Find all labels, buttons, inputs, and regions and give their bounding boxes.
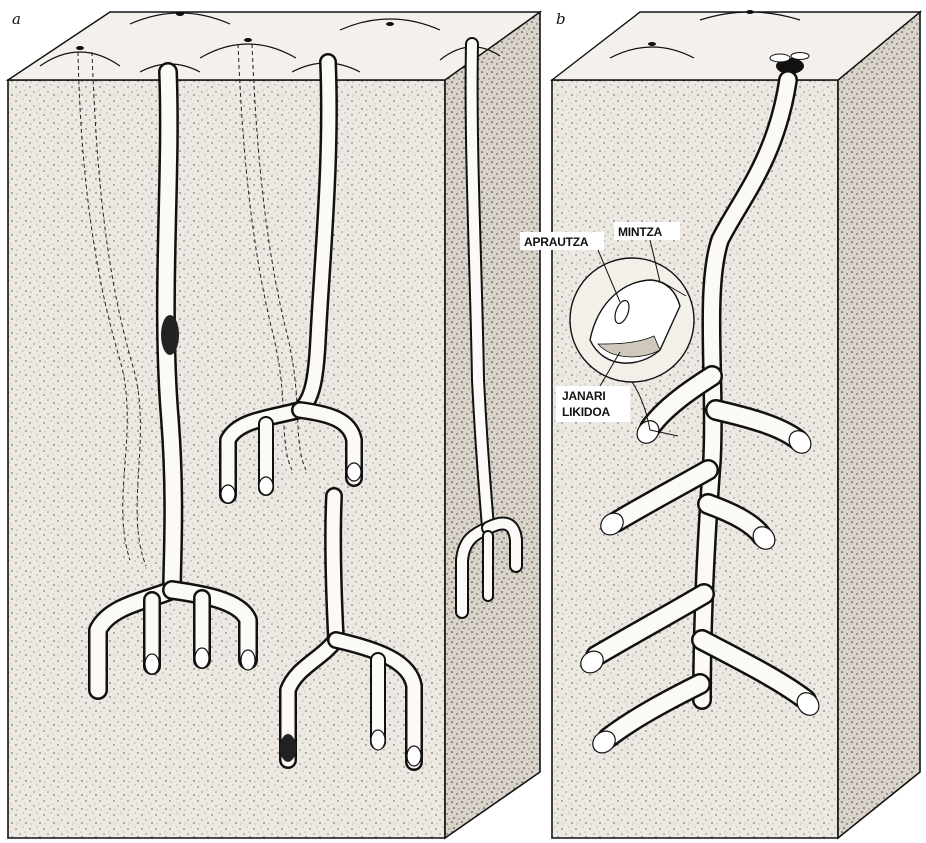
larva [280, 734, 296, 762]
mound-entrance [76, 46, 84, 50]
brood-cell [241, 650, 255, 670]
panel-a-side-texture [445, 12, 540, 838]
mound-entrance [244, 38, 252, 42]
mound-entrance [746, 10, 754, 14]
callout-liquid-food-line1: JANARI [562, 389, 605, 403]
panel-b-letter: b [556, 10, 566, 28]
callout-liquid-food-line2: LIKIDOA [562, 405, 610, 419]
brood-cell [145, 654, 159, 674]
panel-b: APRAUTZA MINTZA JANARI LIKIDOA b [520, 10, 920, 838]
mound-entrance [648, 42, 656, 46]
mound-entrance [386, 22, 394, 26]
brood-cell [347, 463, 361, 481]
mound-entrance [176, 12, 184, 16]
brood-cell [259, 477, 273, 495]
callout-egg-label: APRAUTZA [524, 235, 589, 249]
panel-a-top-surface [8, 12, 540, 80]
brood-cell [371, 730, 385, 750]
panel-a: a [8, 10, 540, 838]
panel-a-letter: a [12, 10, 21, 28]
panel-b-side-texture [838, 12, 920, 838]
brood-cell [407, 746, 421, 766]
callout-membrane-label: MINTZA [618, 225, 663, 239]
larva [161, 315, 179, 355]
brood-cell [221, 485, 235, 503]
brood-cell [195, 648, 209, 668]
panel-b-soil-texture [552, 80, 838, 838]
